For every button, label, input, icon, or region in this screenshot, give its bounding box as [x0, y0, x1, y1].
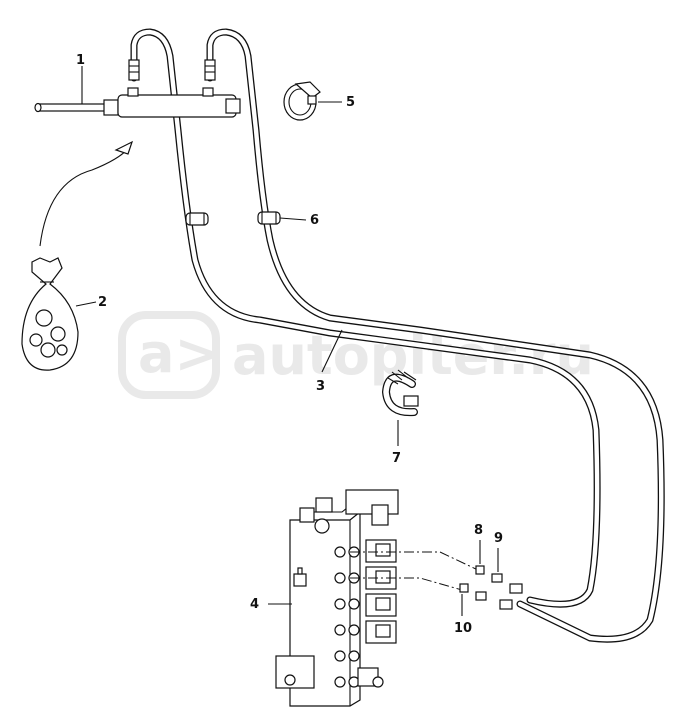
- hose-set: [130, 28, 665, 643]
- connection-lines: [350, 551, 479, 591]
- spiral-guard: [381, 369, 419, 417]
- cylinder-port-1: [127, 87, 139, 97]
- grommet-left: [185, 212, 209, 226]
- fittings: [459, 565, 523, 610]
- fitting-10-adapter: [475, 591, 487, 601]
- fitting-10: [459, 583, 469, 593]
- callout-labels: 1 2 3 4 5 6 7 8 9 10: [76, 53, 503, 636]
- valve-side-port: [293, 573, 307, 587]
- kit-arrow-head: [114, 140, 134, 155]
- hose-fitting-left: [128, 59, 140, 81]
- cylinder-port-2: [202, 87, 214, 97]
- watermark: a> autopiter.ru: [118, 311, 594, 399]
- callout-6: 6: [310, 213, 319, 228]
- parts-bag: [21, 257, 79, 371]
- valve-end-cap: [275, 655, 315, 689]
- control-valve: [275, 489, 399, 707]
- hydraulic-cylinder: [34, 87, 241, 118]
- callout-10: 10: [454, 621, 472, 636]
- watermark-logo-mark: a>: [138, 322, 220, 385]
- callout-leaders: [75, 66, 499, 616]
- callout-7: 7: [392, 451, 401, 466]
- callout-5: 5: [346, 95, 355, 110]
- grommets: [185, 211, 281, 226]
- callout-8: 8: [474, 523, 483, 538]
- top-hose-fittings: [128, 59, 216, 81]
- hose-end-fitting-1: [509, 583, 523, 594]
- hose-clamp: [283, 81, 321, 121]
- fitting-8: [475, 565, 485, 575]
- callout-4: 4: [250, 597, 259, 612]
- callout-3: 3: [316, 379, 325, 394]
- watermark-text: autopiter.ru: [232, 324, 594, 387]
- fitting-9: [491, 573, 503, 583]
- grommet-right: [257, 211, 281, 225]
- callout-2: 2: [98, 295, 107, 310]
- cylinder-barrel: [117, 94, 237, 118]
- callout-1: 1: [76, 53, 85, 68]
- kit-arrow: [39, 140, 134, 247]
- hose-end-fitting-2: [499, 599, 513, 610]
- callout-9: 9: [494, 531, 503, 546]
- hose-fitting-right: [204, 59, 216, 81]
- watermark-logo-frame: [118, 311, 220, 399]
